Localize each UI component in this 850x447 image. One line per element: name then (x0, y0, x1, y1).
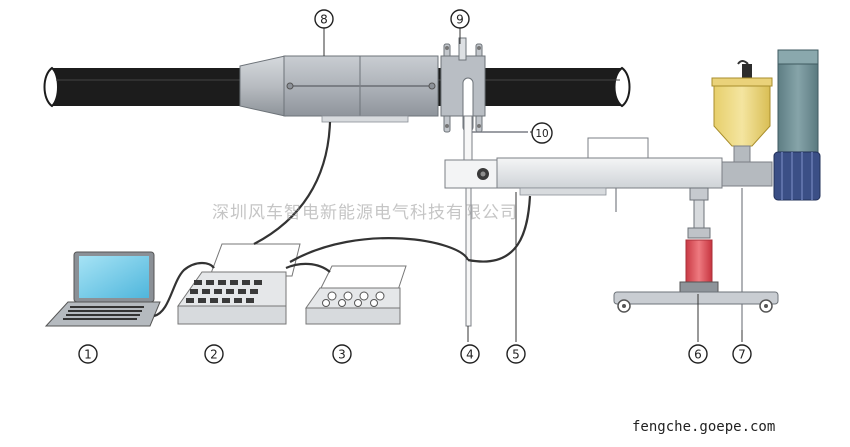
callout-9: 9 (450, 9, 470, 29)
sleeve-heater (239, 55, 439, 123)
callout-4-text: 4 (466, 348, 474, 362)
callout-6: 6 (688, 344, 708, 364)
callout-7-text: 7 (738, 348, 746, 362)
laptop-computer (44, 251, 161, 327)
site-url: fengche.goepe.com (632, 419, 776, 435)
callout-6-text: 6 (694, 348, 702, 362)
clamp-mold (440, 37, 486, 133)
callout-9-text: 9 (456, 13, 464, 27)
callout-1-text: 1 (84, 348, 92, 362)
stand-cart (613, 291, 779, 313)
callout-8: 8 (314, 9, 334, 29)
callout-3: 3 (332, 344, 352, 364)
callout-5: 5 (506, 344, 526, 364)
callout-5-text: 5 (512, 348, 520, 362)
callout-10-text: 10 (535, 128, 548, 140)
callout-1: 1 (78, 344, 98, 364)
cables (153, 121, 532, 318)
hopper (711, 60, 773, 330)
callout-4: 4 (460, 344, 480, 364)
temperature-panel (305, 265, 407, 325)
callouts: 1 2 3 4 5 6 7 8 (78, 9, 752, 364)
resin-tubes (463, 115, 528, 327)
motor-column (773, 49, 821, 201)
probe-assembly (679, 187, 719, 295)
callout-8-text: 8 (320, 13, 328, 27)
callout-10: 10 (531, 122, 553, 144)
extruder (444, 137, 773, 212)
callout-3-text: 3 (338, 348, 346, 362)
controller-unit (177, 243, 301, 325)
callout-2-text: 2 (210, 348, 218, 362)
callout-7: 7 (732, 344, 752, 364)
callout-2: 2 (204, 344, 224, 364)
